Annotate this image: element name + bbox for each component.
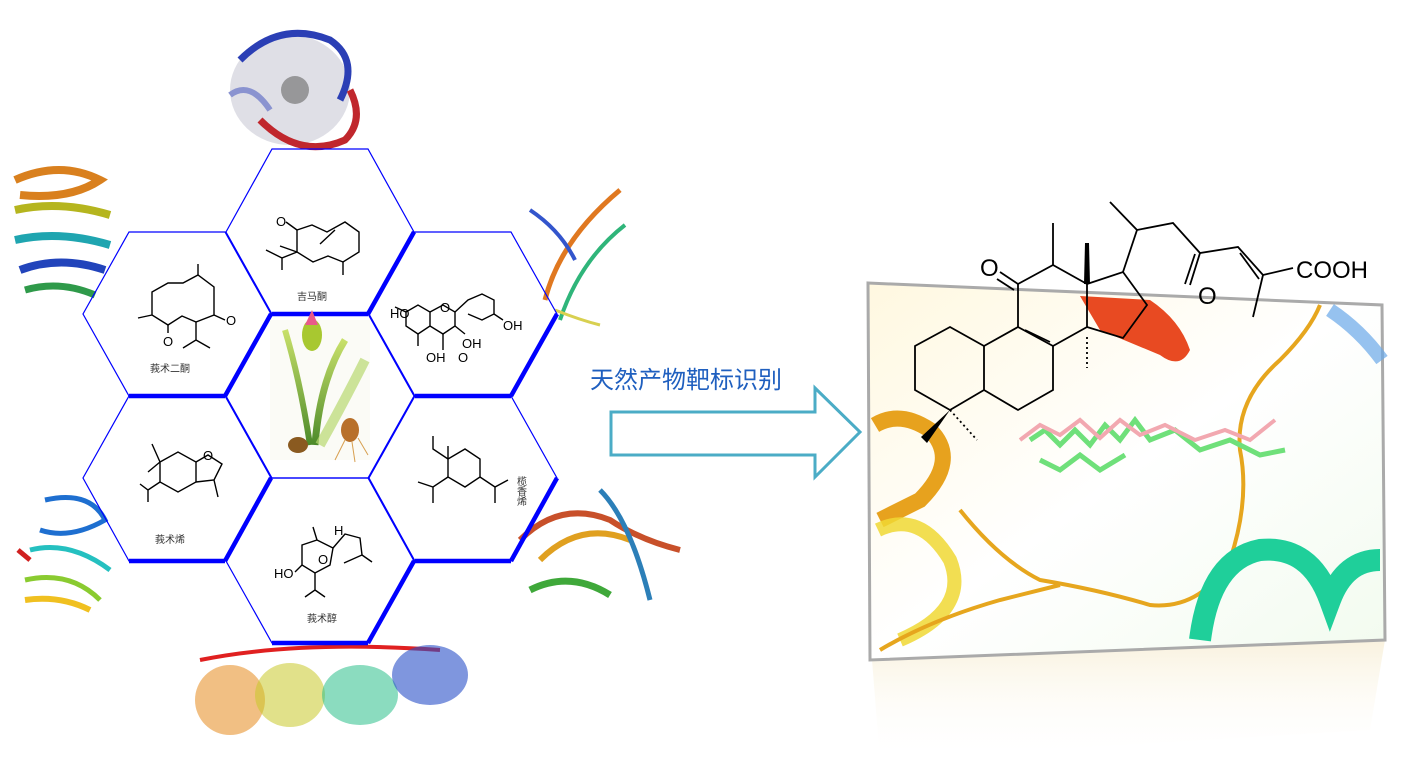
- flavonoid-ho: HO: [390, 306, 410, 321]
- label-curzerene: 莪术烯: [155, 533, 185, 546]
- process-arrow: [609, 384, 863, 481]
- dna-structure: [528, 188, 627, 327]
- hex-elemene: [368, 395, 558, 562]
- protein-structure-bottom-left: [16, 495, 112, 613]
- flavonoid-oh-2: OH: [462, 336, 482, 351]
- molecule-elemene: [417, 436, 509, 503]
- protein-structure-top: [228, 29, 360, 151]
- curzerene-oxygen: O: [203, 448, 213, 463]
- wedge-bond-methyl: [1084, 243, 1090, 284]
- curcumol-oxygen: O: [318, 552, 328, 567]
- flavonoid-carbonyl-oxygen: O: [458, 350, 468, 365]
- molecule-flavonoid: [394, 293, 504, 350]
- label-curcumol: 莪术醇: [307, 612, 337, 625]
- curdione-oxygen-2: O: [226, 313, 236, 328]
- molecule-curdione: [137, 264, 226, 349]
- label-elemene: 榄香烯: [515, 475, 527, 507]
- carboxylic-acid-label: COOH: [1296, 257, 1368, 284]
- flavonoid-ring-oxygen: O: [440, 300, 450, 315]
- hexagon-grid: [82, 148, 559, 646]
- ligand-pose-green: [1028, 415, 1286, 474]
- arrow-label-target-identification: 天然产物靶标识别: [590, 366, 782, 394]
- protein-structure-right: [517, 488, 681, 601]
- molecule-curzerene: [139, 443, 223, 502]
- germacrone-oxygen: O: [276, 214, 286, 229]
- curdione-oxygen-1: O: [163, 334, 173, 349]
- steroid-ketone-oxygen-2: O: [1198, 283, 1217, 310]
- protein-pocket-view: [866, 281, 1387, 662]
- wedge-bond-gem-methyl: [921, 410, 950, 443]
- curcumol-hydrogen: H: [334, 523, 343, 538]
- label-germacrone: 吉马酮: [297, 291, 327, 303]
- hex-germacrone: [225, 148, 415, 315]
- label-curdione: 莪术二酮: [150, 362, 190, 375]
- flavonoid-oh-3: OH: [426, 350, 446, 365]
- flavonoid-oh-1: OH: [503, 318, 523, 333]
- protein-structure-bottom: [195, 644, 468, 735]
- steroid-ketone-oxygen-1: O: [980, 255, 999, 282]
- protein-structure-top-left: [13, 166, 112, 299]
- panel-reflection: [872, 640, 1385, 760]
- docking-panel: [866, 281, 1388, 760]
- molecule-germacrone: [265, 221, 360, 275]
- curcuma-plant-illustration: [270, 310, 370, 463]
- curcumol-ho: HO: [274, 566, 294, 581]
- ligand-pose-pink: [1018, 417, 1277, 443]
- molecule-curcumol: [294, 526, 373, 598]
